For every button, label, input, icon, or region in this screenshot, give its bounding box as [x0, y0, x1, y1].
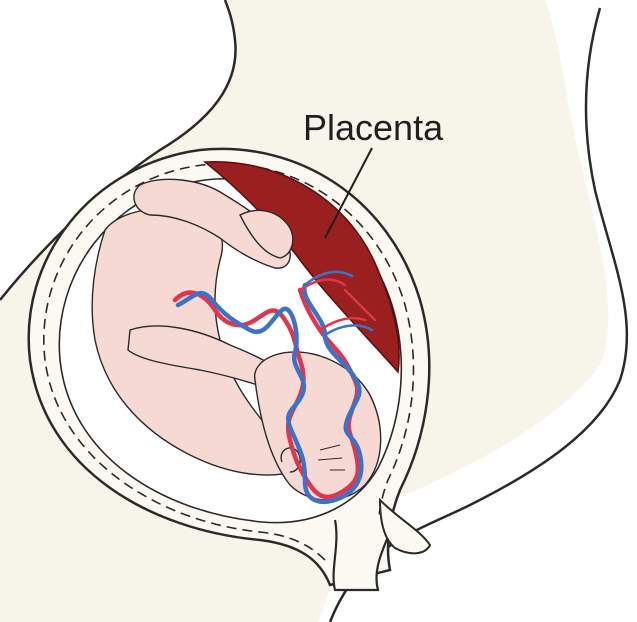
placenta-label: Placenta [303, 107, 444, 148]
